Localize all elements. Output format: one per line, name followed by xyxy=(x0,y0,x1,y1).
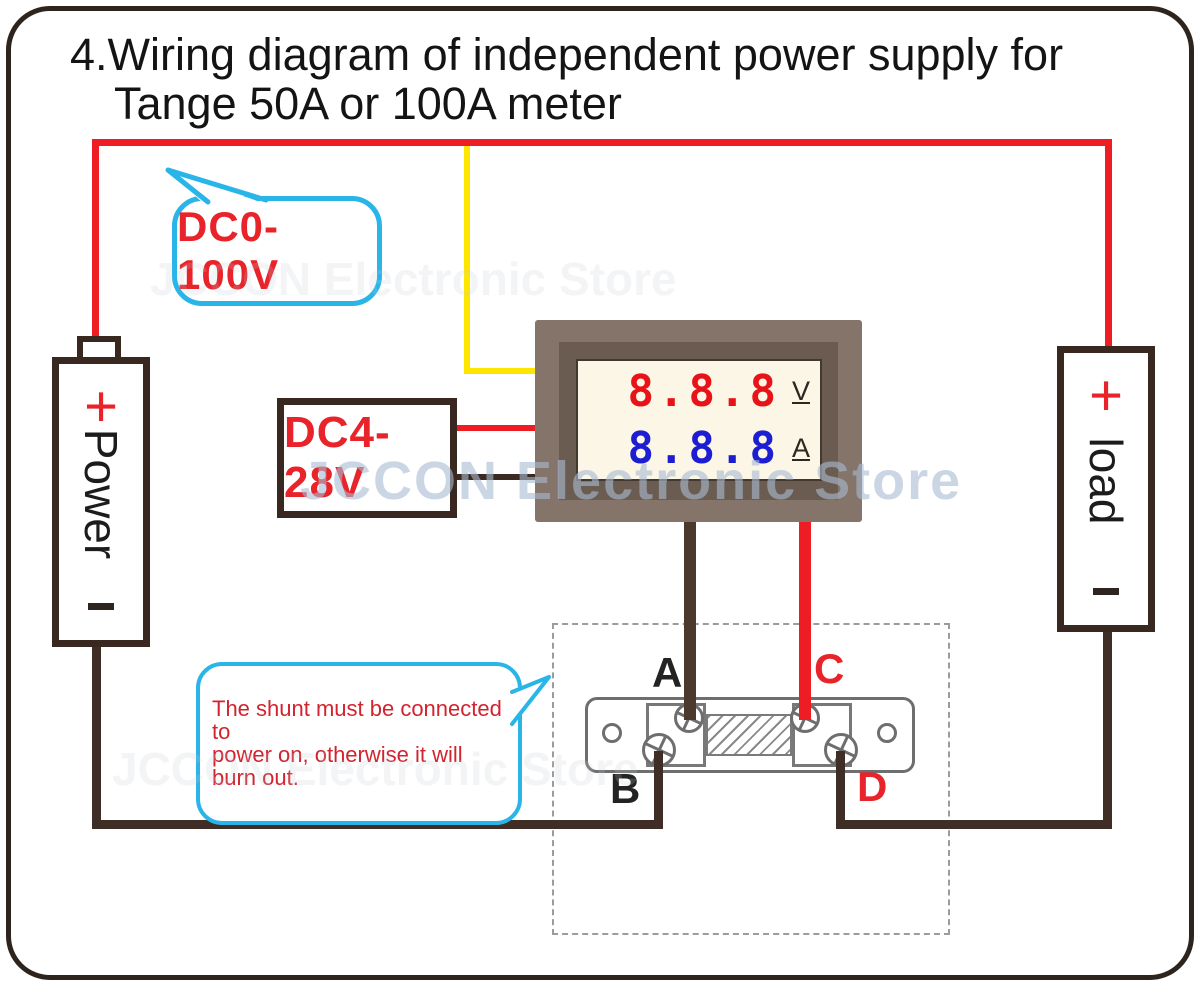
wire-black-meter-to-shunt-a xyxy=(684,520,696,720)
terminal-label-d: D xyxy=(857,763,888,810)
shunt-dashed-outline xyxy=(552,623,950,935)
supply-range-box: DC4-28V xyxy=(277,398,457,518)
terminal-label-b: B xyxy=(610,765,641,812)
shunt-mount-hole-left xyxy=(602,723,622,743)
terminal-label-c: C xyxy=(814,645,845,692)
voltage-range-callout: DC0-100V xyxy=(172,196,382,306)
voltage-range-label: DC0-100V xyxy=(177,203,280,298)
meter-display: 8.8.8 V 8.8.8 A xyxy=(576,359,822,481)
volt-row: 8.8.8 V xyxy=(578,365,810,417)
wire-red-top xyxy=(92,139,1112,146)
shunt-resistance-element xyxy=(706,714,792,756)
power-terminal-nub xyxy=(77,336,121,360)
power-source: + Power xyxy=(52,357,150,647)
supply-range-label: DC4-28V xyxy=(284,408,391,507)
title-line-1: 4.Wiring diagram of independent power su… xyxy=(70,29,1064,80)
warning-line-1: The shunt must be connected to xyxy=(212,696,502,744)
title-line-2: Tange 50A or 100A meter xyxy=(114,78,622,130)
load-label: load xyxy=(1080,437,1132,525)
wire-red-load-positive xyxy=(1105,139,1112,351)
wire-black-shunt-d xyxy=(836,751,845,829)
outer-border xyxy=(6,6,1194,980)
wire-yellow-sense-horizontal xyxy=(464,368,538,374)
wire-red-meter-to-shunt-c xyxy=(799,520,811,720)
power-label: Power xyxy=(75,428,127,559)
power-minus-sign xyxy=(88,603,114,610)
load-minus-sign xyxy=(1093,588,1119,595)
warning-line-2: power on, otherwise it will xyxy=(212,741,463,767)
wire-black-bottom-right xyxy=(836,820,1112,829)
load-plus-sign: + xyxy=(1089,363,1123,428)
warning-line-3: burn out. xyxy=(212,764,299,790)
volt-unit: V xyxy=(791,376,810,406)
wire-red-power-positive xyxy=(92,139,99,339)
wire-black-supply-to-meter xyxy=(453,474,538,480)
power-plus-sign: + xyxy=(84,374,118,439)
wire-yellow-sense-vertical xyxy=(464,146,470,374)
amp-row: 8.8.8 A xyxy=(578,422,810,474)
wire-red-supply-to-meter xyxy=(453,425,538,431)
volt-reading: 8.8.8 xyxy=(627,365,780,417)
amp-reading: 8.8.8 xyxy=(627,422,780,474)
shunt-warning-callout: The shunt must be connected to power on,… xyxy=(196,662,522,825)
amp-unit: A xyxy=(791,433,810,463)
terminal-label-a: A xyxy=(652,649,683,696)
page-title: 4.Wiring diagram of independent power su… xyxy=(70,30,1063,128)
wire-black-power-negative xyxy=(92,632,101,829)
wire-black-shunt-b xyxy=(654,751,663,829)
wire-black-load-negative xyxy=(1103,618,1112,829)
load-box: + load xyxy=(1057,346,1155,632)
shunt-mount-hole-right xyxy=(877,723,897,743)
